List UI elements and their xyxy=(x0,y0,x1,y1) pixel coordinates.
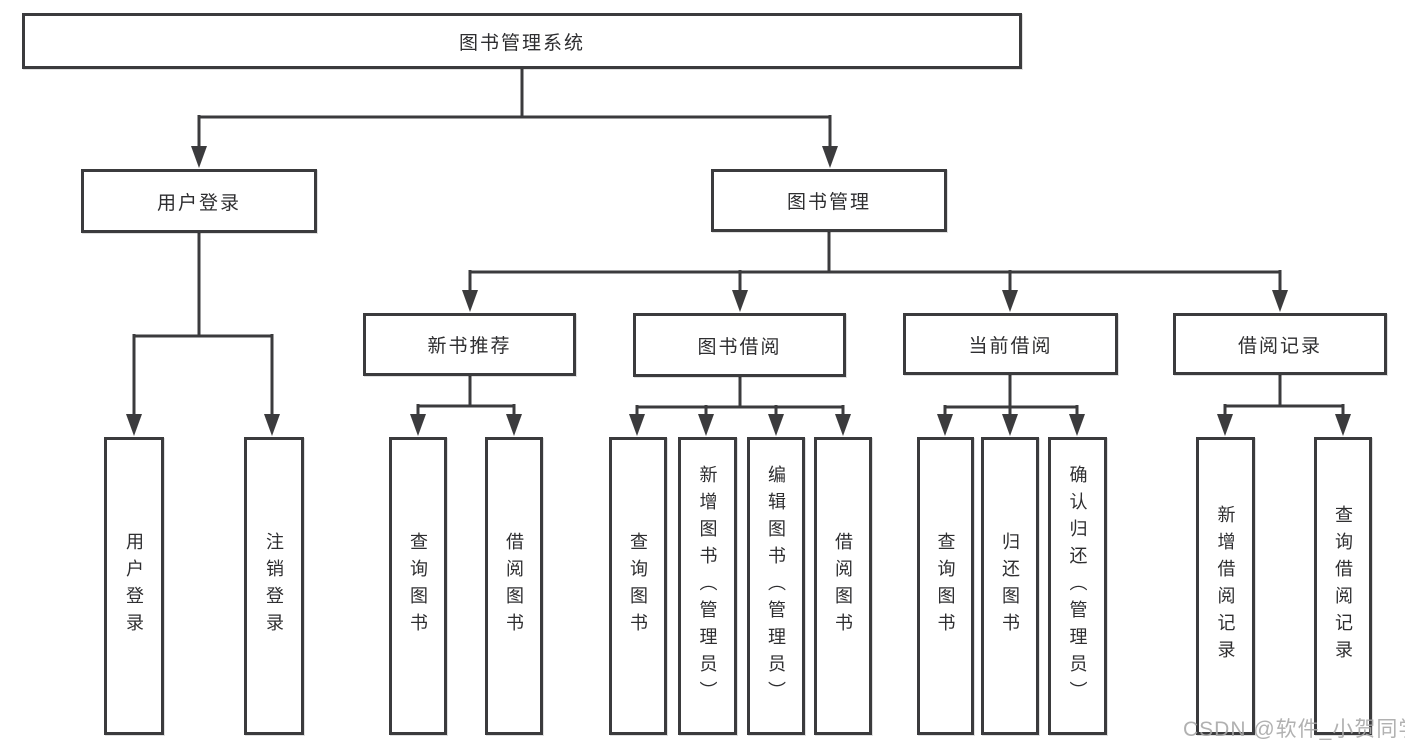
arrow-down-icon xyxy=(1217,414,1233,436)
arrow-down-icon xyxy=(506,414,522,436)
arrow-down-icon xyxy=(937,414,953,436)
node-root: 图书管理系统 xyxy=(22,13,1022,69)
arrow-down-icon xyxy=(1272,290,1288,312)
node-borrowing-records: 借阅记录 xyxy=(1173,313,1387,375)
leaf-user-login: 用户登录 xyxy=(104,437,164,735)
arrow-down-icon xyxy=(462,290,478,312)
arrow-down-icon xyxy=(1335,414,1351,436)
arrow-down-icon xyxy=(822,146,838,168)
leaf-query-borrow-record: 查询借阅记录 xyxy=(1314,437,1372,735)
arrow-down-icon xyxy=(264,414,280,436)
arrow-down-icon xyxy=(410,414,426,436)
arrow-down-icon xyxy=(835,414,851,436)
node-book-borrowing: 图书借阅 xyxy=(633,313,846,377)
watermark: CSDN @软件_小贺同学 xyxy=(1183,718,1405,741)
arrow-down-icon xyxy=(732,290,748,312)
node-current-borrowing: 当前借阅 xyxy=(903,313,1118,375)
node-user-login: 用户登录 xyxy=(81,169,317,233)
leaf-edit-books-admin: 编辑图书（管理员） xyxy=(747,437,805,735)
leaf-query-books-recommend: 查询图书 xyxy=(389,437,447,735)
node-book-management: 图书管理 xyxy=(711,169,947,232)
arrow-down-icon xyxy=(1069,414,1085,436)
node-new-book-recommend: 新书推荐 xyxy=(363,313,576,376)
arrow-down-icon xyxy=(1002,414,1018,436)
leaf-confirm-return-admin: 确认归还（管理员） xyxy=(1048,437,1107,735)
leaf-logout: 注销登录 xyxy=(244,437,304,735)
arrow-down-icon xyxy=(698,414,714,436)
arrow-down-icon xyxy=(768,414,784,436)
leaf-borrow-books-recommend: 借阅图书 xyxy=(485,437,543,735)
leaf-add-borrow-record: 新增借阅记录 xyxy=(1196,437,1255,735)
leaf-borrow-books-borrowing: 借阅图书 xyxy=(814,437,872,735)
leaf-query-books-borrowing: 查询图书 xyxy=(609,437,667,735)
arrow-down-icon xyxy=(629,414,645,436)
arrow-down-icon xyxy=(1002,290,1018,312)
arrow-down-icon xyxy=(126,414,142,436)
leaf-return-books: 归还图书 xyxy=(981,437,1039,735)
arrow-down-icon xyxy=(191,146,207,168)
leaf-query-books-current: 查询图书 xyxy=(917,437,974,735)
leaf-add-books-admin: 新增图书（管理员） xyxy=(678,437,737,735)
